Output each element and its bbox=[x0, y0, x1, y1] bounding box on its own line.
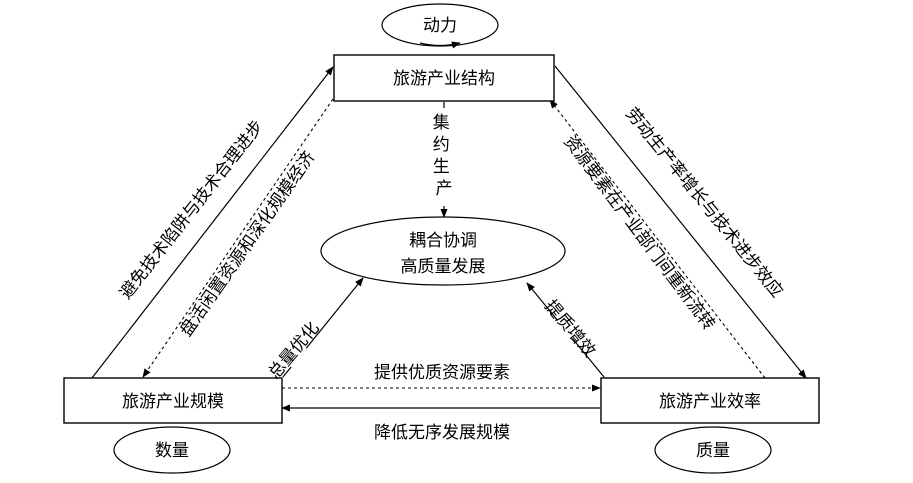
quality-label: 质量 bbox=[696, 441, 730, 461]
quality-tag: 质量 bbox=[654, 426, 772, 474]
arrow-right-inner bbox=[549, 99, 766, 379]
center-goal: 耦合协调 高质量发展 bbox=[320, 216, 566, 286]
center-line1: 耦合协调 bbox=[409, 231, 477, 251]
right-inner-label: 资源要素在产业部门间重新流转 bbox=[559, 132, 718, 334]
right-outer-label: 劳动生产率增长与技术进步效应 bbox=[621, 104, 786, 302]
node-structure: 旅游产业结构 bbox=[333, 54, 555, 102]
center-line2: 高质量发展 bbox=[401, 257, 486, 277]
arrow-left-outer bbox=[91, 66, 334, 379]
arrow-right-outer bbox=[554, 65, 807, 379]
scale-label: 旅游产业规模 bbox=[122, 392, 224, 412]
efficiency-label: 旅游产业效率 bbox=[659, 392, 761, 412]
node-efficiency: 旅游产业效率 bbox=[600, 377, 820, 424]
node-scale: 旅游产业规模 bbox=[63, 377, 283, 424]
bottom-top-label: 提供优质资源要素 bbox=[374, 363, 510, 383]
bottom-bottom-label: 降低无序发展规模 bbox=[374, 423, 510, 443]
power-tag: 动力 bbox=[381, 3, 499, 49]
structure-label: 旅游产业结构 bbox=[393, 69, 495, 89]
center-top-label: 集 约 生 产 bbox=[433, 113, 455, 199]
left-outer-label: 避免技术陷阱与技术合理进步 bbox=[116, 117, 268, 303]
arrow-left-inner bbox=[142, 98, 334, 378]
quantity-label: 数量 bbox=[155, 441, 189, 461]
quantity-tag: 数量 bbox=[113, 426, 231, 474]
power-label: 动力 bbox=[423, 16, 457, 36]
cycle-arrow-icon bbox=[419, 41, 461, 49]
